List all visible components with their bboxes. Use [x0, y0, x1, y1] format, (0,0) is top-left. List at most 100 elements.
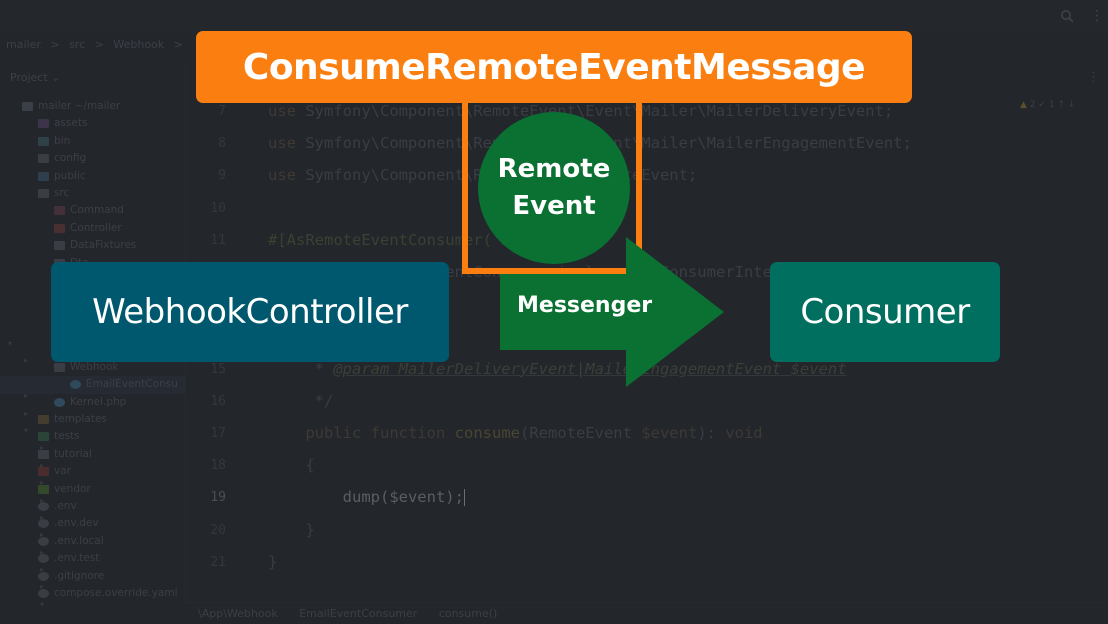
tree-item-label: EmailEventConsu [86, 378, 178, 391]
folder-icon [38, 136, 49, 146]
chevron-right-icon[interactable]: ▸ [40, 443, 45, 453]
chevron-right-icon[interactable]: ▸ [24, 391, 29, 401]
file-icon [38, 571, 49, 581]
message-envelope-bracket [462, 100, 642, 274]
breadcrumb-separator: > [94, 38, 104, 51]
project-tree: ▾mailer ~/mailer▸assets▸bin▸config▸publi… [0, 98, 186, 609]
remote-event-label-line2: Event [512, 191, 596, 221]
tree-item[interactable]: ▸assets [0, 115, 186, 365]
code-line[interactable]: * @param MailerDeliveryEvent|MailerEngag… [268, 359, 847, 378]
chevron-down-icon[interactable]: ▾ [8, 339, 13, 348]
tree-item[interactable]: ▸ public [0, 168, 186, 418]
line-number: 15 [210, 361, 226, 377]
next-highlight-icon[interactable]: ↓ [1067, 100, 1076, 110]
tree-item[interactable]: ▸tests [0, 428, 186, 445]
message-title: ConsumeRemoteEventMessage [242, 46, 866, 88]
tree-item[interactable]: ▸tutorial [0, 446, 186, 463]
nav-breadcrumb: mailer > src > Webhook > [6, 38, 189, 56]
breadcrumb-item[interactable]: Webhook [113, 38, 165, 51]
remote-event-circle: Remote Event [478, 112, 630, 264]
messenger-arrow-icon [500, 237, 724, 387]
file-icon [70, 380, 81, 390]
chevron-right-icon[interactable]: ▸ [40, 530, 45, 540]
chevron-right-icon[interactable]: ▸ [24, 408, 29, 418]
code-breadcrumb-method[interactable]: consume() [438, 607, 498, 620]
folder-icon [38, 188, 49, 198]
tree-item-label: var [54, 465, 71, 478]
tree-item[interactable]: ▸Controller [0, 220, 186, 470]
tree-item[interactable]: .env.local [0, 533, 186, 550]
code-line[interactable]: public function consume(RemoteEvent $eve… [305, 424, 763, 442]
code-breadcrumb-class[interactable]: EmailEventConsumer [299, 607, 418, 620]
tree-item[interactable]: ▸Command [0, 202, 186, 452]
tree-item[interactable]: ▸ var [0, 463, 186, 480]
tree-item[interactable]: .env.test [0, 550, 186, 567]
code-line[interactable]: } [268, 552, 278, 571]
chevron-right-icon[interactable]: ▸ [40, 512, 45, 522]
more-options-icon[interactable]: ⋮ [1090, 8, 1104, 24]
chevron-right-icon[interactable]: ▸ [40, 565, 45, 575]
folder-icon [38, 154, 49, 164]
previous-highlight-icon[interactable]: ↑ [1057, 100, 1065, 110]
code-line[interactable]: { [268, 456, 315, 475]
file-icon [38, 536, 49, 546]
tree-item-label: .env.local [54, 534, 104, 547]
message-title-box: ConsumeRemoteEventMessage [196, 31, 912, 103]
line-number: 21 [210, 554, 226, 570]
inspection-widget[interactable]: ▲ 2 ✓ 1 ↑ ↓ [1020, 100, 1075, 110]
chevron-right-icon[interactable]: ▸ [40, 582, 45, 592]
consumer-box: Consumer [770, 262, 1000, 362]
tree-item[interactable]: ▾src [0, 185, 186, 435]
tree-item[interactable]: Kernel.php [0, 394, 186, 411]
tree-item[interactable]: ▸vendor [0, 481, 186, 498]
code-line[interactable]: use Symfony\Component\RemoteEvent\Event\… [268, 102, 894, 120]
search-icon[interactable] [1060, 9, 1074, 23]
tree-item[interactable]: .env.dev [0, 515, 186, 532]
tree-item[interactable]: ▸templates [0, 411, 186, 428]
chevron-right-icon[interactable]: ▸ [40, 547, 45, 557]
tree-item[interactable]: compose.override.yaml [0, 585, 186, 602]
tree-item[interactable]: .gitignore [0, 568, 186, 585]
tree-item[interactable]: ▸ config [0, 150, 186, 400]
chevron-right-icon[interactable]: ▸ [40, 495, 45, 505]
code-breadcrumb-namespace[interactable]: \App\Webhook [198, 607, 278, 620]
consumer-label: Consumer [800, 292, 970, 332]
tree-item[interactable]: .env [0, 498, 186, 515]
warning-icon: ▲ [1020, 100, 1027, 110]
tree-item[interactable]: ▸bin [0, 133, 186, 383]
tree-item-label: Kernel.php [70, 395, 127, 408]
tree-item[interactable]: ▾ mailer ~/mailer [0, 98, 186, 348]
folder-icon [38, 467, 49, 477]
folder-icon [22, 102, 33, 111]
chevron-right-icon[interactable]: ▸ [24, 356, 29, 366]
folder-icon [54, 206, 65, 216]
project-panel-title[interactable]: Project ⌄ [10, 71, 60, 84]
editor-options-icon[interactable]: ⋮ [1087, 70, 1100, 85]
tree-item-label: Webhook [70, 360, 119, 373]
tree-item-label: config [54, 152, 87, 165]
chevron-down-icon[interactable]: ▾ [40, 599, 45, 609]
tree-item-label: mailer ~/mailer [38, 100, 121, 112]
code-line[interactable]: dump($event); [342, 488, 465, 507]
tree-item[interactable]: ▾ Webhook [0, 359, 186, 609]
folder-icon [54, 223, 65, 233]
code-line[interactable]: */ [268, 391, 334, 410]
breadcrumb-item[interactable]: src [69, 38, 86, 51]
file-icon [38, 519, 49, 529]
project-panel-title-label: Project [10, 71, 48, 84]
chevron-right-icon[interactable]: ▸ [40, 460, 45, 470]
tree-item-label: .gitignore [54, 569, 105, 582]
webhook-controller-label: WebhookController [92, 292, 408, 332]
line-number: 20 [210, 522, 226, 538]
chevron-right-icon[interactable]: ▸ [40, 478, 45, 488]
tree-item[interactable]: EmailEventConsu [0, 376, 186, 394]
folder-icon [38, 449, 49, 459]
text-cursor [463, 489, 465, 507]
chevron-down-icon[interactable]: ▾ [24, 425, 29, 435]
line-number: 18 [210, 458, 226, 474]
tree-item[interactable]: ▸DataFixtures [0, 237, 186, 487]
code-line[interactable]: } [268, 520, 315, 539]
breadcrumb-item[interactable]: mailer [6, 38, 41, 51]
tree-item-label: public [54, 169, 86, 182]
line-number: 17 [210, 426, 226, 441]
